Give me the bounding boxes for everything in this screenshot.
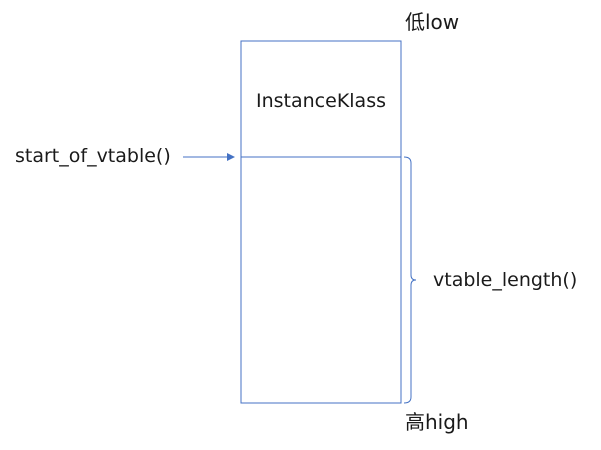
- low-address-label: 低low: [405, 10, 460, 34]
- high-address-label: 高high: [405, 410, 469, 434]
- vtable-length-brace: [403, 156, 417, 404]
- memory-block: [240, 40, 402, 404]
- instance-klass-label: InstanceKlass: [256, 90, 386, 112]
- start-of-vtable-label: start_of_vtable(): [15, 145, 171, 167]
- vtable-length-label: vtable_length(): [433, 269, 578, 291]
